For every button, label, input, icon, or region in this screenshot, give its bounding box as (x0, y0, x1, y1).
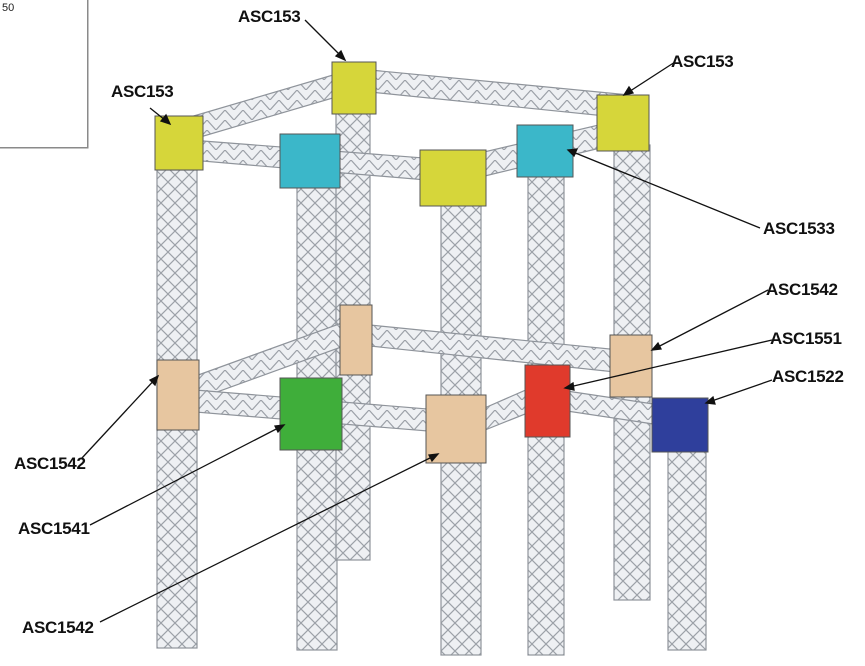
connector-yellow-2 (331, 61, 377, 115)
callout-label: ASC1533 (763, 219, 835, 238)
connector-cyan-2 (516, 124, 574, 178)
inset-dimension-label: 50 (2, 2, 15, 14)
callout-label: ASC1522 (772, 367, 844, 386)
connector-yellow-3 (596, 94, 650, 152)
callout-label: ASC1542 (766, 280, 838, 299)
connector-peach-2 (339, 304, 373, 376)
callout-label: ASC153 (111, 82, 174, 101)
connector-cyan-1 (279, 133, 341, 189)
connector-peach-4 (425, 394, 487, 464)
truss-mid-frame (189, 319, 661, 433)
connector-peach-3 (609, 334, 653, 398)
callout-label: ASC1542 (14, 454, 86, 473)
corner-blocks (154, 61, 709, 464)
leader-lines (81, 19, 773, 623)
connector-red (524, 364, 571, 438)
callout-label: ASC153 (238, 7, 301, 26)
callout-label: ASC153 (671, 52, 734, 71)
inset-thumbnail: 50 (0, 0, 88, 148)
callout-label: ASC1541 (18, 519, 90, 538)
callout-label: ASC1542 (22, 618, 94, 637)
connector-blue (651, 397, 709, 453)
callout-label: ASC1551 (770, 329, 842, 348)
connector-yellow-4 (419, 149, 487, 207)
connector-yellow-1 (154, 115, 204, 171)
connector-peach-1 (156, 359, 200, 431)
connector-green (279, 377, 343, 451)
